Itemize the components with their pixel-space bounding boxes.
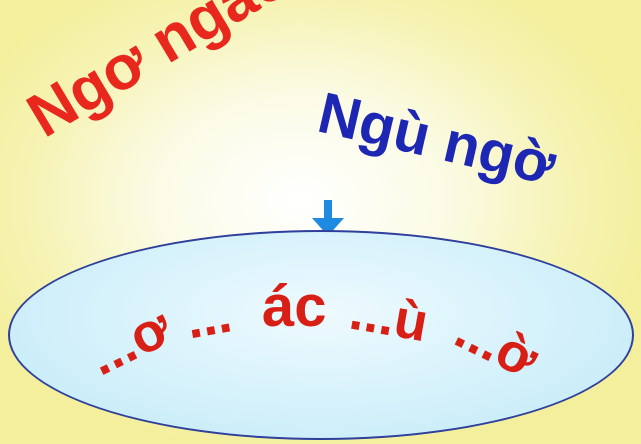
word-ngu-ngo: Ngù ngờ	[312, 80, 562, 198]
syllable-2: ...	[181, 283, 236, 351]
syllable-4: ...ù	[345, 280, 433, 354]
answer-ellipse	[8, 230, 634, 440]
syllable-3: ác	[262, 274, 327, 339]
word-ngo-ngac: Ngơ ngác	[15, 0, 299, 151]
